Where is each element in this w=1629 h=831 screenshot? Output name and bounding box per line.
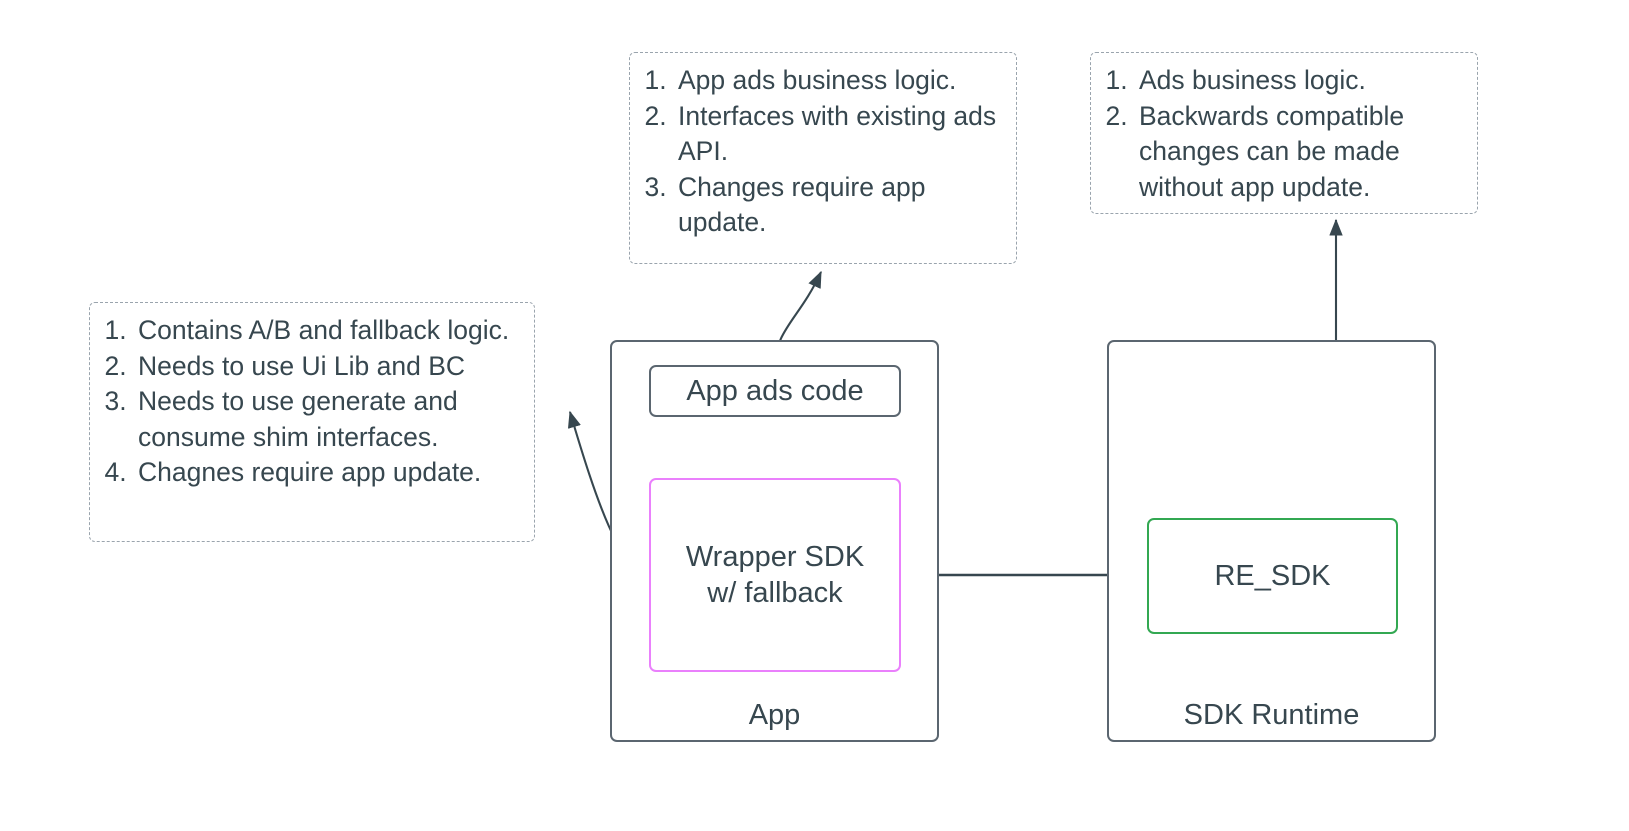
box-re-sdk: RE_SDK xyxy=(1147,518,1398,634)
note-wrapper-sdk-list: Contains A/B and fallback logic. Needs t… xyxy=(100,313,520,491)
box-app-ads-code: App ads code xyxy=(649,365,901,417)
note-item: Needs to use generate and consume shim i… xyxy=(134,384,520,455)
note-re-sdk: Ads business logic. Backwards compatible… xyxy=(1090,52,1478,214)
box-re-sdk-label: RE_SDK xyxy=(1214,560,1331,592)
note-item: Changes require app update. xyxy=(674,170,1002,241)
box-app-ads-code-label: App ads code xyxy=(686,375,864,407)
note-item: Backwards compatible changes can be made… xyxy=(1135,99,1463,206)
note-item: Contains A/B and fallback logic. xyxy=(134,313,520,349)
container-app-label: App xyxy=(748,699,801,731)
note-item: Ads business logic. xyxy=(1135,63,1463,99)
note-item: Needs to use Ui Lib and BC xyxy=(134,349,520,385)
box-wrapper-sdk: Wrapper SDK w/ fallback xyxy=(649,478,901,672)
note-item: Chagnes require app update. xyxy=(134,455,520,491)
box-wrapper-sdk-text: Wrapper SDK w/ fallback xyxy=(686,539,864,611)
note-item: App ads business logic. xyxy=(674,63,1002,99)
note-wrapper-sdk: Contains A/B and fallback logic. Needs t… xyxy=(89,302,535,542)
box-wrapper-sdk-line-1: Wrapper SDK xyxy=(685,541,865,573)
container-sdk-runtime-label: SDK Runtime xyxy=(1183,699,1360,731)
note-app-ads-code-list: App ads business logic. Interfaces with … xyxy=(640,63,1002,241)
box-wrapper-sdk-line-2: w/ fallback xyxy=(707,577,843,609)
note-app-ads-code: App ads business logic. Interfaces with … xyxy=(629,52,1017,264)
note-item: Interfaces with existing ads API. xyxy=(674,99,1002,170)
note-re-sdk-list: Ads business logic. Backwards compatible… xyxy=(1101,63,1463,205)
